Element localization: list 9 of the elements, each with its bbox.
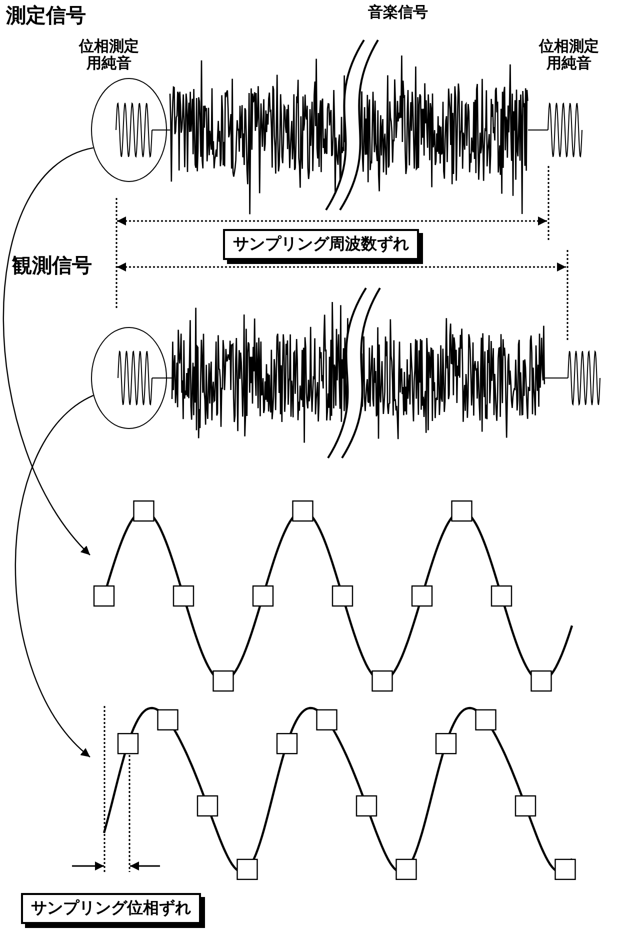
highlight-circle bbox=[91, 327, 167, 429]
curved-arrow bbox=[2, 147, 94, 556]
curved-arrow bbox=[14, 394, 94, 758]
signal-label: 観測信号 bbox=[12, 254, 92, 277]
highlight-circle bbox=[91, 78, 167, 182]
signal-label: 測定信号 bbox=[6, 4, 86, 27]
signal-label: 音楽信号 bbox=[368, 4, 428, 22]
signal-label: 位相測定用純音 bbox=[78, 38, 140, 72]
signal-label: 位相測定用純音 bbox=[538, 38, 600, 72]
